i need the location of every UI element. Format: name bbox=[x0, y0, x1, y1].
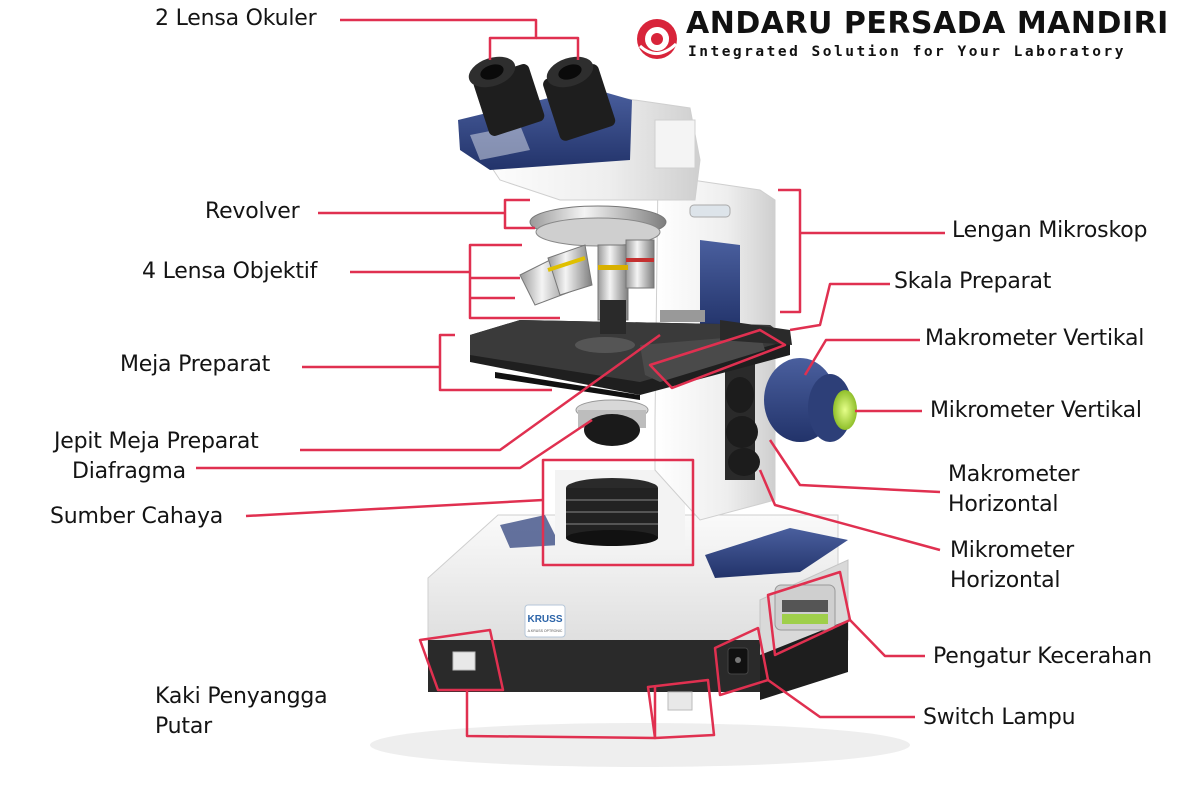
label-meja: Meja Preparat bbox=[120, 352, 271, 377]
leader-jepit bbox=[300, 333, 661, 452]
label-mikro-h-line2: Horizontal bbox=[950, 567, 1061, 593]
objective-lenses bbox=[519, 239, 655, 334]
label-diafragma: Diafragma bbox=[72, 459, 186, 484]
bracket-revolver bbox=[503, 198, 535, 230]
label-kecerahan: Pengatur Kecerahan bbox=[933, 644, 1152, 669]
kruss-badge: KRUSS A.KRUSS OPTRONIC bbox=[524, 604, 566, 638]
box-sumber bbox=[541, 458, 695, 567]
label-makro-h: Makrometer Horizontal bbox=[948, 460, 1080, 519]
label-makro-v: Makrometer Vertikal bbox=[925, 326, 1145, 351]
bracket-kaki bbox=[465, 687, 657, 740]
nosepiece-revolver bbox=[519, 205, 667, 334]
label-makro-h-line2: Horizontal bbox=[948, 491, 1059, 517]
leader-skala bbox=[789, 282, 890, 332]
condenser bbox=[575, 399, 649, 446]
leader-mikro-h bbox=[758, 469, 941, 552]
bracket-meja bbox=[438, 333, 552, 392]
box-kaki-left bbox=[418, 628, 505, 692]
binocular-head bbox=[458, 56, 701, 201]
leader-okuler bbox=[340, 18, 538, 60]
coarse-knob-right bbox=[764, 358, 857, 442]
eyepiece-left bbox=[468, 56, 545, 136]
brand-name: ANDARU PERSADA MANDIRI bbox=[686, 6, 1169, 41]
floor-shadow bbox=[370, 723, 910, 767]
kruss-badge-subtext: A.KRUSS OPTRONIC bbox=[528, 629, 563, 633]
box-kaki-right bbox=[646, 678, 716, 740]
box-skala bbox=[648, 328, 787, 390]
label-sumber: Sumber Cahaya bbox=[50, 504, 224, 529]
eyepiece-right bbox=[543, 56, 616, 141]
microscope-base: KRUSS A.KRUSS OPTRONIC bbox=[427, 514, 849, 711]
label-okuler: 2 Lensa Okuler bbox=[155, 6, 317, 31]
label-revolver: Revolver bbox=[205, 199, 300, 224]
leader-sumber bbox=[245, 498, 544, 518]
apm-swirl-logo-icon bbox=[637, 19, 678, 59]
label-jepit: Jepit Meja Preparat bbox=[54, 429, 259, 454]
kruss-badge-text: KRUSS bbox=[527, 614, 562, 625]
label-objektif: 4 Lensa Objektif bbox=[142, 259, 318, 284]
label-kaki-line1: Kaki Penyangga bbox=[155, 684, 328, 709]
leader-okuler-b bbox=[536, 36, 580, 60]
label-mikro-h: Mikrometer Horizontal bbox=[950, 536, 1074, 595]
annotation-lines bbox=[196, 18, 945, 740]
leader-makro-v bbox=[803, 338, 920, 376]
light-source bbox=[555, 470, 685, 550]
leader-makro-h bbox=[768, 439, 941, 494]
leader-switch bbox=[767, 678, 915, 719]
label-lengan: Lengan Mikroskop bbox=[952, 218, 1148, 243]
label-switch: Switch Lampu bbox=[923, 705, 1076, 730]
brand-tagline: Integrated Solution for Your Laboratory bbox=[688, 44, 1126, 60]
foot-left bbox=[452, 651, 476, 671]
leader-diafragma bbox=[196, 418, 593, 470]
leader-kecerahan bbox=[849, 619, 925, 658]
label-mikro-h-line1: Mikrometer bbox=[950, 538, 1075, 563]
label-makro-h-line1: Makrometer bbox=[948, 462, 1080, 487]
label-mikro-v: Mikrometer Vertikal bbox=[930, 398, 1142, 423]
bracket-lengan bbox=[778, 188, 802, 314]
label-skala: Skala Preparat bbox=[894, 269, 1052, 294]
bracket-objektif bbox=[468, 243, 560, 320]
label-kaki-line2: Putar bbox=[155, 713, 212, 739]
label-kaki: Kaki Penyangga Putar bbox=[155, 682, 328, 741]
brightness-dial bbox=[774, 584, 836, 631]
foot-right bbox=[667, 691, 693, 711]
fine-knob-left bbox=[726, 377, 760, 476]
